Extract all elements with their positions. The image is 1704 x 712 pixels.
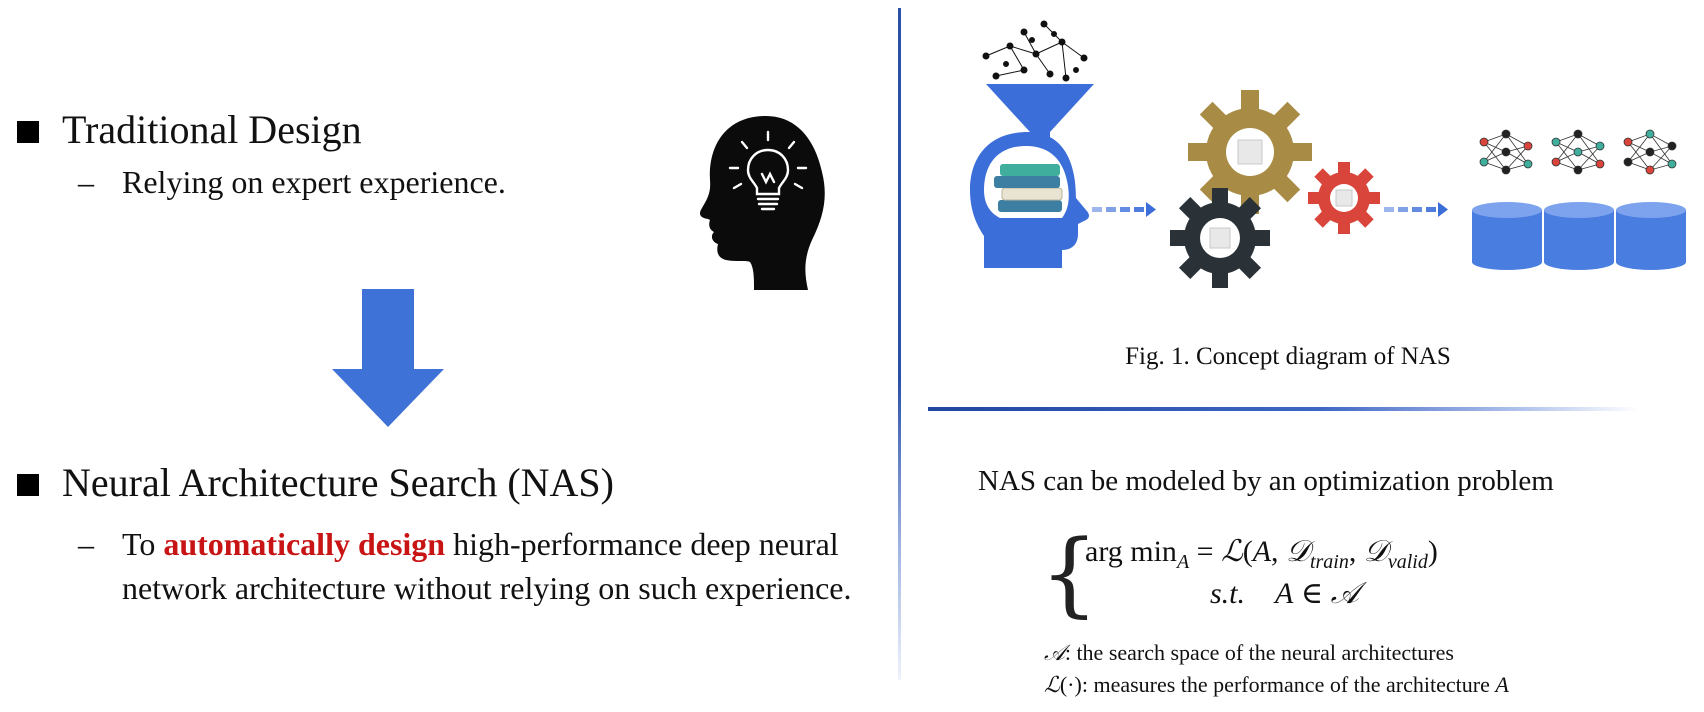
horizontal-divider [928,407,1640,411]
neural-net-icon [1551,129,1605,175]
highlight-automatically-design: automatically design [163,526,446,562]
funnel-icon [986,84,1094,144]
sub-point-nas-prefix: To [122,526,164,562]
database-icon [1472,202,1542,270]
bullet-square-2 [17,474,39,496]
neural-net-icon [1479,129,1533,175]
down-arrow-icon [332,289,444,427]
nas-optimization-intro: NAS can be modeled by an optimization pr… [978,465,1554,497]
dashed-arrow-icon [1092,202,1156,217]
equation-brace: { [1040,520,1099,627]
red-gear-icon [1308,162,1380,234]
equation-constraint: s.t. A ∈ 𝒜 [1210,576,1359,611]
figure-caption: Fig. 1. Concept diagram of NAS [1125,343,1451,370]
section-title-traditional: Traditional Design [62,107,362,152]
books-icon [994,164,1063,212]
network-nodes-icon [982,20,1088,82]
note-loss: ℒ(·): measures the performance of the ar… [1044,672,1509,698]
dark-gear-icon [1170,188,1270,288]
dash-2: – [78,526,94,562]
database-icon [1616,202,1686,270]
dashed-arrow-icon [1384,202,1448,217]
head-lightbulb-icon [700,116,825,290]
vertical-divider [898,8,901,680]
gold-gear-icon [1188,90,1312,214]
section-title-nas: Neural Architecture Search (NAS) [62,460,614,505]
dash-1: – [78,164,94,200]
nas-concept-diagram [970,20,1686,288]
database-icon [1544,202,1614,270]
equation-objective: arg minA = ℒ(A, 𝒟train, 𝒟valid) [1085,534,1438,573]
sub-point-nas-rest: high-performance deep neural network arc… [122,526,852,606]
sub-point-nas: To automatically design high-performance… [122,522,882,610]
neural-net-icon [1623,129,1677,175]
sub-point-traditional: Relying on expert experience. [122,164,506,200]
note-search-space: 𝒜: the search space of the neural archit… [1044,640,1454,666]
bullet-square-1 [17,121,39,143]
